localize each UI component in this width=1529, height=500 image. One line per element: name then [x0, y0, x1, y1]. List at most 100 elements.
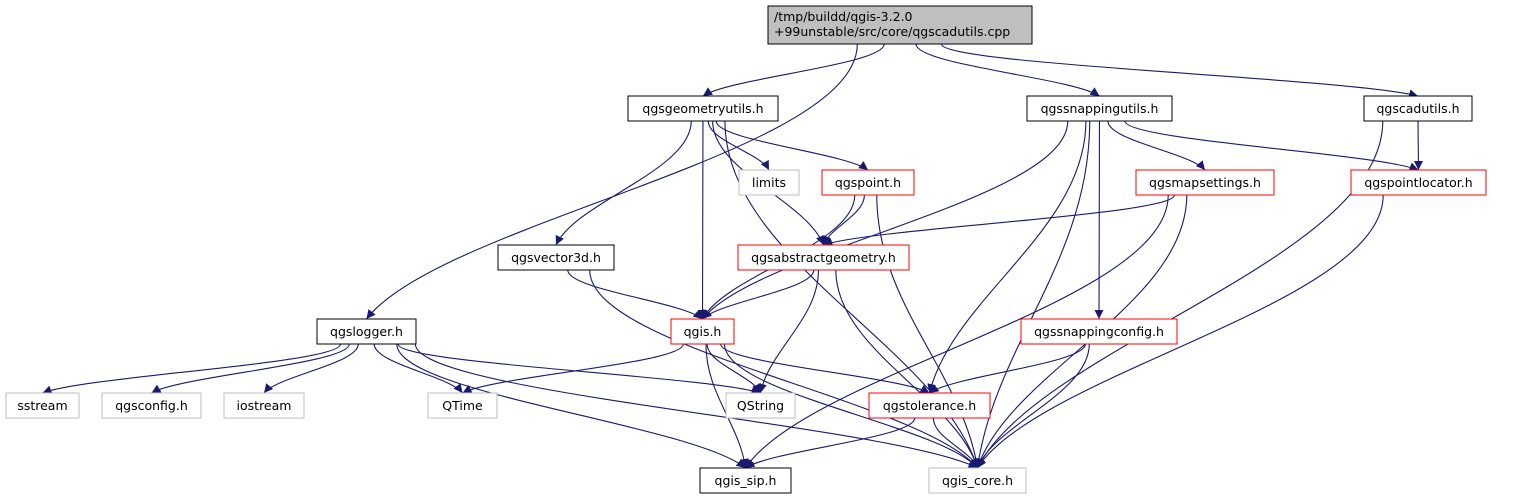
node-qtime[interactable]: QTime [427, 392, 498, 419]
node-tolerance-label-0: qgstolerance.h [883, 398, 976, 413]
edge-logger-to-qstring [397, 343, 761, 395]
edge-root-to-cadutils [940, 43, 1419, 99]
edge-snappingconfig-to-core [976, 343, 1090, 469]
node-point-box [821, 169, 915, 196]
edge-snappingconfig-to-tolerance [929, 343, 1086, 394]
edge-mapsettings-to-sip [745, 194, 1169, 469]
edge-pointlocator-to-core [977, 194, 1384, 469]
edge-geometryutils-to-core [724, 120, 980, 469]
node-mapsettings-box [1135, 169, 1275, 196]
edges-layer [42, 43, 1423, 469]
node-logger[interactable]: qgslogger.h [316, 318, 417, 345]
nodes-layer: /tmp/buildd/qgis-3.2.0+99unstable/src/co… [5, 5, 1487, 494]
node-tolerance[interactable]: qgstolerance.h [868, 392, 991, 419]
node-sip-box [699, 467, 792, 494]
node-qstring-label-0: QString [737, 398, 784, 413]
node-core[interactable]: qgis_core.h [928, 467, 1027, 494]
node-snappingconfig-box [1020, 318, 1178, 345]
node-iostream-box [223, 392, 305, 419]
node-snappingutils-label-0: qgssnappingutils.h [1041, 101, 1159, 116]
node-pointlocator-box [1350, 169, 1487, 196]
node-sip-label-0: qgis_sip.h [715, 473, 777, 488]
node-sip[interactable]: qgis_sip.h [699, 467, 792, 494]
node-qgsconfig-box [101, 392, 202, 419]
node-limits[interactable]: limits [738, 169, 800, 196]
node-qgis-label-0: qgis.h [684, 324, 722, 339]
node-snappingutils-box [1026, 95, 1173, 122]
node-snappingconfig-label-0: qgssnappingconfig.h [1034, 324, 1164, 339]
node-vector3d-box [497, 244, 615, 271]
node-qgsconfig-label-0: qgsconfig.h [115, 398, 188, 413]
node-sstream-label-0: sstream [17, 398, 67, 413]
edge-logger-to-sstream [42, 343, 342, 394]
edge-geometryutils-to-limits [707, 120, 770, 171]
node-qstring-box [725, 392, 796, 419]
node-snappingconfig[interactable]: qgssnappingconfig.h [1020, 318, 1178, 345]
node-iostream-label-0: iostream [237, 398, 292, 413]
node-point[interactable]: qgspoint.h [821, 169, 915, 196]
node-cadutils-label-0: qgscadutils.h [1376, 101, 1459, 116]
node-root-label-1: +99unstable/src/core/qgscadutils.cpp [774, 24, 1010, 39]
node-core-box [928, 467, 1027, 494]
node-point-label-0: qgspoint.h [835, 175, 901, 190]
node-qgis-box [670, 318, 735, 345]
node-geometryutils-label-0: qgsgeometryutils.h [642, 101, 763, 116]
edge-snappingutils-to-pointlocator [1124, 120, 1419, 171]
edge-abstractgeometry-to-qgis [702, 269, 815, 320]
node-mapsettings-label-0: qgsmapsettings.h [1149, 175, 1261, 190]
node-abstractgeometry-box [737, 244, 910, 271]
edge-root-to-logger [366, 43, 858, 320]
edge-qgis-to-sip [705, 343, 749, 469]
node-vector3d[interactable]: qgsvector3d.h [497, 244, 615, 271]
edge-qgis-to-qstring [706, 343, 761, 394]
edge-qgis-to-tolerance [720, 343, 930, 394]
edge-snappingutils-to-core [974, 120, 1091, 469]
edge-abstractgeometry-to-core [835, 269, 980, 469]
edge-snappingutils-to-tolerance [927, 120, 1087, 394]
node-abstractgeometry-label-0: qgsabstractgeometry.h [751, 250, 896, 265]
node-qgis[interactable]: qgis.h [670, 318, 735, 345]
node-root-label-0: /tmp/buildd/qgis-3.2.0 [774, 9, 913, 24]
node-snappingutils[interactable]: qgssnappingutils.h [1026, 95, 1173, 122]
node-qtime-box [427, 392, 498, 419]
edge-logger-to-qgsconfig [151, 343, 350, 394]
edge-geometryutils-to-point [715, 120, 869, 171]
edge-logger-to-qtime [373, 343, 463, 394]
node-geometryutils-box [627, 95, 779, 122]
edge-point-to-core [876, 194, 981, 469]
edge-tolerance-to-sip [745, 417, 916, 469]
edge-logger-to-core [414, 343, 978, 469]
edge-mapsettings-to-abstractgeometry [823, 194, 1176, 247]
node-geometryutils[interactable]: qgsgeometryutils.h [627, 95, 779, 122]
node-qstring[interactable]: QString [725, 392, 796, 419]
node-qgsconfig[interactable]: qgsconfig.h [101, 392, 202, 419]
node-limits-label-0: limits [752, 175, 786, 190]
node-sstream[interactable]: sstream [5, 392, 80, 419]
edge-root-to-snappingutils [915, 43, 1100, 97]
edge-snappingutils-to-qgis [702, 120, 1069, 320]
node-pointlocator-label-0: qgspointlocator.h [1364, 175, 1472, 190]
node-mapsettings[interactable]: qgsmapsettings.h [1135, 169, 1275, 196]
node-tolerance-box [868, 392, 991, 419]
node-cadutils[interactable]: qgscadutils.h [1363, 95, 1473, 122]
edge-snappingutils-to-mapsettings [1107, 120, 1206, 171]
node-pointlocator[interactable]: qgspointlocator.h [1350, 169, 1487, 196]
node-logger-box [316, 318, 417, 345]
node-vector3d-label-0: qgsvector3d.h [511, 250, 601, 265]
node-core-label-0: qgis_core.h [942, 473, 1013, 488]
edge-tolerance-to-core [932, 417, 979, 469]
node-root-box [767, 5, 1033, 45]
node-root[interactable]: /tmp/buildd/qgis-3.2.0+99unstable/src/co… [767, 5, 1033, 45]
node-iostream[interactable]: iostream [223, 392, 305, 419]
edge-geometryutils-to-vector3d [555, 120, 692, 246]
node-cadutils-box [1363, 95, 1473, 122]
node-logger-label-0: qgslogger.h [330, 324, 403, 339]
node-abstractgeometry[interactable]: qgsabstractgeometry.h [737, 244, 910, 271]
edge-vector3d-to-core [589, 269, 978, 469]
edge-logger-to-sip [396, 343, 746, 469]
edge-abstractgeometry-to-qstring [757, 269, 820, 394]
edge-root-to-geometryutils [702, 43, 885, 97]
edge-qgis-to-core [723, 343, 978, 469]
